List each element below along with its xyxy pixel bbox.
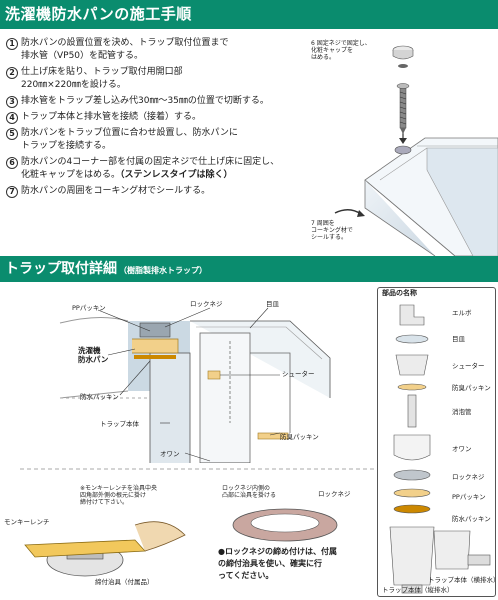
label-pan: 洗濯機 防水パン [78, 346, 109, 364]
trap-cross-section-diagram [59, 307, 331, 463]
part-trap-side: トラップ本体（横排水） [428, 576, 498, 584]
step-text: トラップ本体と排水管を接続（接着）する。 [21, 112, 202, 122]
part-elbow: エルボ [452, 309, 472, 317]
step-number: 3 [6, 96, 18, 108]
step7-figure-label: 7 周囲を コーキング材で シールする。 [311, 220, 353, 241]
step-6-main: 防水パンの4コーナー部を付属の固定ネジで仕上げ床に固定し、 化粧キャップをはめる… [21, 157, 280, 180]
trap-detail-subtitle: （樹脂製排水トラップ） [119, 266, 207, 275]
section-title-installation: 洗濯機防水パンの施工手順 [0, 0, 498, 29]
part-waterproof-gasket: 防水パッキン [452, 515, 491, 523]
pan-corner-illustration [334, 45, 498, 256]
step-text: 排水管をトラップ差し込み代30㎜〜35㎜の位置で切断する。 [21, 96, 269, 106]
step-text: 防水パンをトラップ位置に合わせ設置し、防水パンに トラップを接続する。 [21, 128, 238, 151]
step-text: 防水パンの設置位置を決め、トラップ取付位置まで 排水管（VP50）を配管する。 [21, 38, 229, 61]
part-mesh: 目皿 [452, 335, 465, 343]
label-mesh: 目皿 [266, 300, 279, 308]
part-odor-gasket: 防臭パッキン [452, 384, 491, 392]
part-defoam-pipe: 消泡管 [452, 408, 472, 416]
parts-list-title: 部品の名称 [382, 289, 417, 297]
step-text: 防水パンの4コーナー部を付属の固定ネジで仕上げ床に固定し、 化粧キャップをはめる… [21, 156, 279, 182]
part-trap-vertical: トラップ本体（縦排水） [382, 586, 454, 594]
locknut-tightening-note: ●ロックネジの締め付けは、付属 の締付治具を使い、確実に行 ってください。 [218, 547, 337, 580]
step-text: 防水パンの周囲をコーキング材でシールする。 [21, 186, 211, 196]
parts-exploded-illustration [389, 304, 435, 594]
parts-list-panel [377, 287, 496, 597]
step-number: 1 [6, 38, 18, 50]
label-pp-gasket: PPパッキン [72, 304, 106, 312]
label-trap-body: トラップ本体 [100, 420, 139, 428]
label-waterproof-gasket: 防水パッキン [80, 393, 119, 401]
step-number: 7 [6, 186, 18, 198]
step-text: 仕上げ床を貼り、トラップ取付用開口部 220㎜×220㎜を設ける。 [21, 67, 183, 90]
wrench-instruction: ※モンキーレンチを治具中央 四角部外側の根元に掛け 締付けて下さい。 [80, 485, 158, 506]
locknut-instruction: ロックネジ内側の 凸部に治具を掛ける [222, 485, 277, 499]
trap-side-illustration [433, 530, 491, 570]
label-shooter: シューター [282, 370, 315, 378]
label-monkey-wrench: モンキーレンチ [4, 518, 50, 526]
label-owan: オワン [160, 450, 180, 458]
part-owan: オワン [452, 445, 472, 453]
step6-figure-label: 6 固定ネジで固定し、 化粧キャップを はめる。 [311, 40, 371, 61]
label-tightening-jig: 締付治具（付属品） [95, 578, 154, 586]
label-locknut: ロックネジ [190, 300, 223, 308]
trap-detail-title: トラップ取付詳細 [5, 261, 117, 277]
label-locknut-ring: ロックネジ [318, 490, 351, 498]
step-number: 2 [6, 67, 18, 79]
divider-line [20, 468, 376, 470]
part-pp-gasket: PPパッキン [452, 493, 486, 501]
wrench-tool-illustration [24, 521, 186, 577]
locknut-ring-illustration [232, 508, 338, 542]
step-number: 4 [6, 112, 18, 124]
label-odor-gasket: 防臭パッキン [280, 433, 319, 441]
step-number: 6 [6, 157, 18, 169]
part-locknut: ロックネジ [452, 473, 485, 481]
step-6-note: （ステンレスタイプは除く） [120, 170, 233, 180]
step-number: 5 [6, 128, 18, 140]
part-shooter: シューター [452, 362, 485, 370]
section-title-trap-detail: トラップ取付詳細（樹脂製排水トラップ） [0, 256, 498, 282]
